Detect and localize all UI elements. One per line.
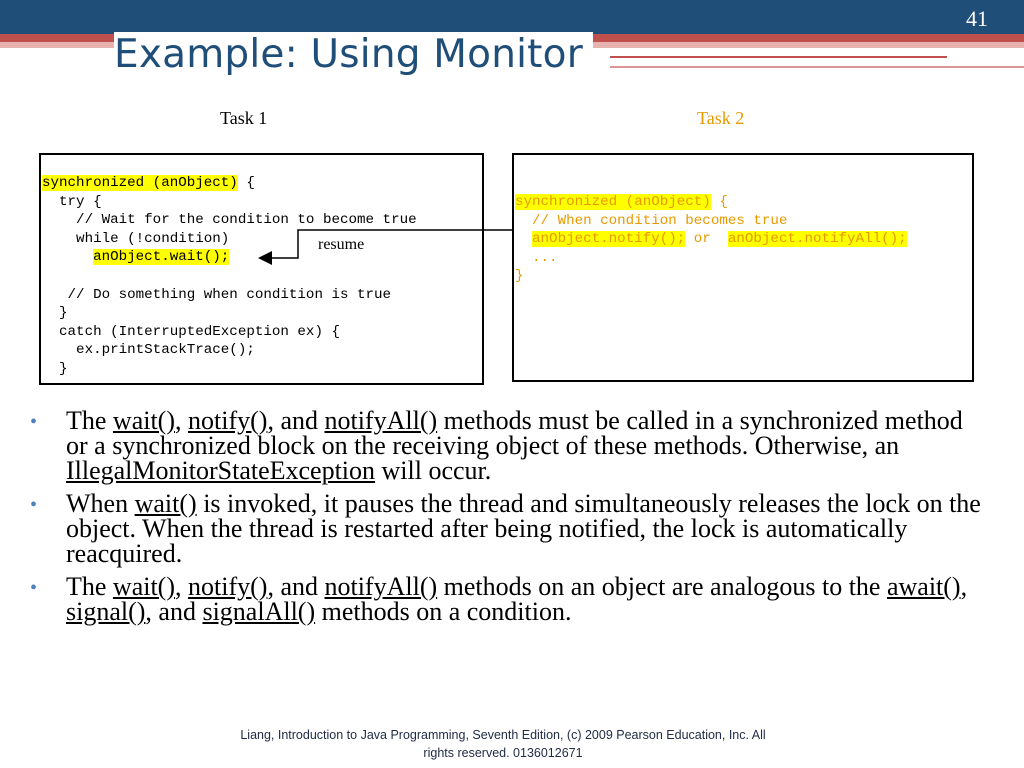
task2-code: synchronized (anObject) { // When condit… <box>515 193 907 286</box>
highlighted-code: synchronized (anObject) <box>515 194 711 210</box>
resume-arrow-line <box>270 229 512 259</box>
bullet-text: , <box>175 406 189 435</box>
resume-arrowhead-icon <box>258 251 272 265</box>
task2-code-box <box>512 153 974 382</box>
footer: Liang, Introduction to Java Programming,… <box>198 726 808 762</box>
task1-code-box <box>39 153 484 385</box>
method-name: notify() <box>188 406 268 435</box>
task1-line: try { <box>42 194 102 210</box>
code-text: or <box>685 231 728 248</box>
task1-code: synchronized (anObject) { try { // Wait … <box>42 174 417 379</box>
bullet-text: The <box>66 406 113 435</box>
footer-line1: Liang, Introduction to Java Programming,… <box>240 728 766 742</box>
task1-line: // Wait for the condition to become true <box>42 212 417 228</box>
bullet-text: methods on an object are analogous to th… <box>437 572 887 601</box>
code-text: } <box>42 305 68 322</box>
method-name: notifyAll() <box>324 406 438 435</box>
bullet-item: • When wait() is invoked, it pauses the t… <box>30 489 990 568</box>
highlighted-code: anObject.notifyAll(); <box>727 231 907 248</box>
slide-title: Example: Using Monitor <box>114 32 593 77</box>
bullet-list: •The wait(), notify(), and notifyAll() m… <box>30 408 990 632</box>
bullet-icon: • <box>30 494 38 516</box>
task2-line: } <box>515 268 524 284</box>
highlighted-code: anObject.notify(); <box>532 231 686 248</box>
code-text: ... <box>515 249 558 266</box>
bullet-text: methods must be called in a synchronized… <box>66 406 963 460</box>
code-text: // Do something when condition is true <box>42 286 392 303</box>
task1-line: catch (InterruptedException ex) { <box>42 324 340 340</box>
code-text: } <box>515 268 524 285</box>
title-rule <box>610 56 947 58</box>
method-name: await() <box>886 572 961 601</box>
method-name: notifyAll() <box>324 572 438 601</box>
highlighted-code: anObject.wait(); <box>93 249 230 266</box>
task2-line: // When condition becomes true <box>515 213 787 229</box>
method-name: notify() <box>188 572 268 601</box>
bullet-text: , and <box>267 406 325 435</box>
code-text: { <box>710 194 728 210</box>
bullet-icon: • <box>30 411 38 433</box>
task2-label: Task 2 <box>697 108 745 128</box>
bullet-item: • The wait(), notify(), and notifyAll() m… <box>30 406 990 485</box>
task2-line: synchronized (anObject) { <box>515 194 728 210</box>
method-name: signalAll() <box>202 597 316 626</box>
bullet-text: The <box>66 572 113 601</box>
task1-line: } <box>42 361 68 377</box>
bullet-text: , and <box>267 572 325 601</box>
task2-line: anObject.notify(); or anObject.notifyAll… <box>515 231 907 248</box>
bullet-text: is invoked, it pauses the thread and sim… <box>66 489 981 568</box>
task1-line: while (!condition) <box>42 231 229 247</box>
bullet-text: , and <box>145 597 203 626</box>
task1-line: anObject.wait(); <box>42 249 230 266</box>
code-text: // When condition becomes true <box>515 212 788 229</box>
code-text: // Wait for the condition to become true <box>42 212 417 229</box>
slide-number: 41 <box>966 6 988 31</box>
method-name: wait() <box>112 406 176 435</box>
code-text: try { <box>42 193 102 210</box>
method-name: signal() <box>66 597 146 626</box>
task2-line: ... <box>515 250 558 266</box>
bullet-item: • The wait(), notify(), and notifyAll() m… <box>30 572 990 626</box>
task1-line: // Do something when condition is true <box>42 286 392 303</box>
method-name: wait() <box>134 489 197 518</box>
bullet-icon: • <box>30 577 38 599</box>
task1-label: Task 1 <box>220 108 268 128</box>
task1-line: synchronized (anObject) { <box>42 175 255 191</box>
code-text: } <box>42 360 68 377</box>
bullet-text: , <box>175 572 189 601</box>
bullet-text: methods on a condition. <box>315 597 572 626</box>
footer-line2: rights reserved. 0136012671 <box>423 746 583 760</box>
task1-line: ex.printStackTrace(); <box>42 342 255 358</box>
bullet-text: When <box>66 489 135 518</box>
bullet-text: , <box>960 572 968 601</box>
bullet-text: will occur. <box>375 456 492 485</box>
code-text: ex.printStackTrace(); <box>42 342 255 359</box>
highlighted-code: synchronized (anObject) <box>42 175 238 191</box>
method-name: IllegalMonitorStateException <box>66 456 376 485</box>
code-text: while (!condition) <box>42 230 230 247</box>
task1-line: } <box>42 305 68 321</box>
header-bar <box>0 0 1024 34</box>
code-text: { <box>237 175 255 191</box>
resume-label: resume <box>318 236 365 253</box>
code-text: catch (InterruptedException ex) { <box>42 323 340 340</box>
method-name: wait() <box>112 572 176 601</box>
title-rule-light <box>610 66 1024 68</box>
